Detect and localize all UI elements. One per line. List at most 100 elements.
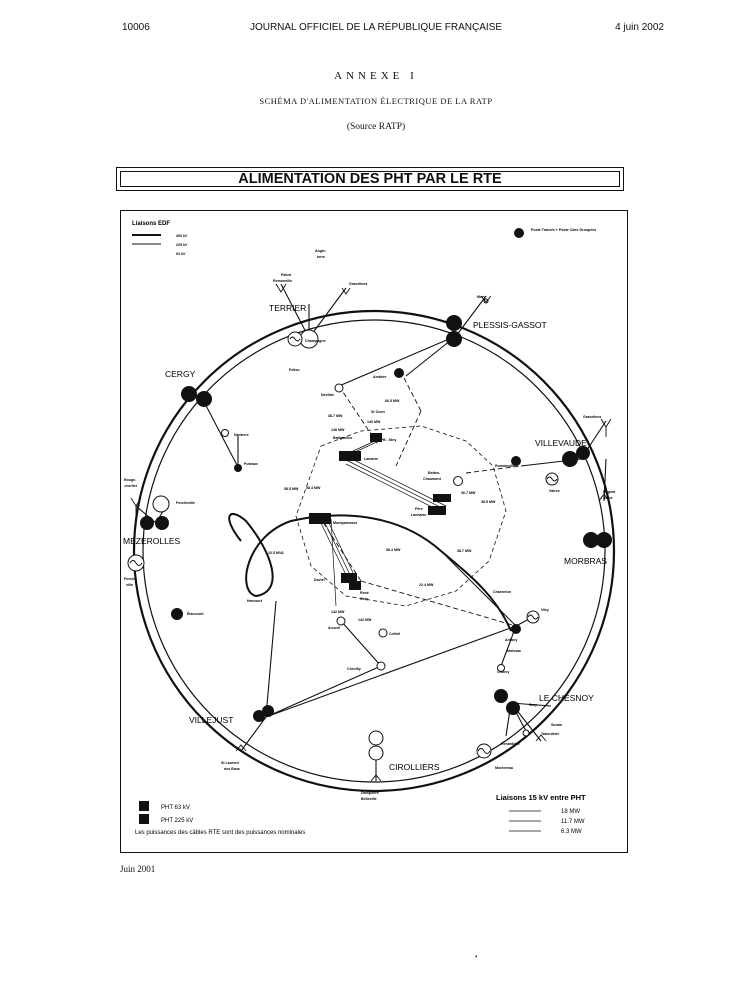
lbl-daviel: Daviel xyxy=(314,578,325,582)
lbl-nanterre: Nanterre xyxy=(234,433,249,437)
lbl-bstey: B - Stey xyxy=(383,438,396,442)
paris-boundary xyxy=(295,425,507,607)
lbl-charenton: Charenton xyxy=(493,590,511,594)
cable-bundles xyxy=(318,438,447,607)
legend-pht225: PHT 225 kV xyxy=(161,818,193,824)
publication-date: 4 juin 2002 xyxy=(615,22,664,33)
lbl-gravelines2: Gravelines xyxy=(583,415,601,419)
lbl-gravelines: Gravelines xyxy=(349,282,367,286)
lbl-montparnasse: Montparnasse xyxy=(333,521,357,525)
lbl-sury: Sury xyxy=(529,703,537,707)
diagram-banner: ALIMENTATION DES PHT PAR LE RTE xyxy=(116,167,624,191)
lbl-renardiere: Renardière xyxy=(501,742,520,746)
footer-date: Juin 2001 xyxy=(120,864,156,874)
lbl-porcheville3: ville xyxy=(126,583,133,587)
lbl-coty: Coty xyxy=(360,597,368,601)
annex-title: ANNEXE I xyxy=(334,70,418,82)
cable-label-9: 142 MW xyxy=(331,610,345,614)
lbl-mery: Mery xyxy=(477,295,485,299)
lbl-montereau: Montereau xyxy=(495,766,513,770)
minor-labels: Angle- terre Palud Remonville Gravelines… xyxy=(124,249,616,801)
lbl-dampierre: Dampierre xyxy=(361,791,379,795)
cable-label-11: 38.4 MW xyxy=(306,486,321,490)
lbl-champagne: Champagne xyxy=(305,339,326,343)
antenna-icons xyxy=(130,283,612,782)
lbl-harcourt: Harcourt xyxy=(247,599,263,603)
legend-edf: Liaisons EDF 400 kV 225 kV 63 kV xyxy=(132,221,188,256)
cable-label-2: 38.7 MW xyxy=(328,414,343,418)
power-network-diagram: Liaisons EDF 400 kV 225 kV 63 kV Poste T… xyxy=(120,210,628,853)
cable-label-1: 140 MW xyxy=(367,420,381,424)
legend-edf-63: 63 kV xyxy=(176,252,186,256)
network-svg: Liaisons EDF 400 kV 225 kV 63 kV Poste T… xyxy=(123,221,616,836)
legend-edf-225: 225 kV xyxy=(176,243,188,247)
lbl-vaires: Vaires xyxy=(549,489,560,493)
legend-15kv: Liaisons 15 kV entre PHT 18 MW 11.7 MW 6… xyxy=(496,793,586,835)
lbl-palud2: Remonville xyxy=(273,279,292,283)
lbl-romainville: Romainville xyxy=(495,464,515,468)
lbl-puteaux: Puteaux xyxy=(244,462,258,466)
lbl-stouen: St Ouen xyxy=(371,410,385,414)
lbl-angle: Angle- xyxy=(315,249,327,253)
cable-label-7: 22.5 MVA xyxy=(268,551,284,555)
open-stations xyxy=(127,298,559,761)
page-mark: • xyxy=(475,953,478,961)
lbl-porcheville: Porcheville xyxy=(176,501,195,505)
lbl-stlaurent2: des Eaux xyxy=(224,767,240,771)
lbl-creteil: Créteil xyxy=(389,632,400,636)
lbl-nogent2: / Seine xyxy=(601,496,613,500)
legend-15kv-11: 11.7 MW xyxy=(561,819,585,825)
lbl-ambere: Ambère xyxy=(373,375,386,379)
label-plessis: PLESSIS-GASSOT xyxy=(473,320,547,330)
ring-outer xyxy=(132,309,616,793)
lbl-bettes2: Chaumont xyxy=(423,477,442,481)
lbl-pere: Père xyxy=(415,507,423,511)
lbl-nogent: Nogent xyxy=(603,490,616,494)
journal-title: JOURNAL OFFICIEL DE LA RÉPUBLIQUE FRANÇA… xyxy=(249,22,503,33)
lbl-palud: Palud xyxy=(281,273,291,277)
label-chesnoy: LE CHESNOY xyxy=(539,693,594,703)
legend-15kv-title: Liaisons 15 kV entre PHT xyxy=(496,793,586,802)
lbl-antony: Antony xyxy=(505,638,517,642)
lbl-feliou: Feliou xyxy=(289,368,300,372)
label-mezerolles: MEZEROLLES xyxy=(123,536,180,546)
lbl-vitry: Vitry xyxy=(541,608,549,612)
cable-power-labels: 66.5 MW 140 MW 38.7 MW 58.5 MW 36.7 MW 3… xyxy=(268,399,496,622)
lbl-stlaurent: St Laurent xyxy=(221,761,240,765)
lbl-batignolles: Batignolles xyxy=(333,436,352,440)
annex-source: (Source RATP) xyxy=(346,122,406,132)
page-number: 10006 xyxy=(122,22,150,33)
lbl-pere2: Lachaise xyxy=(411,513,426,517)
lbl-rene: René xyxy=(360,591,369,595)
lbl-nevilah: Nevilah xyxy=(321,393,334,397)
label-terrier: TERRIER xyxy=(269,303,306,313)
lbl-sorain: Sorain xyxy=(551,723,562,727)
legend-edf-title: Liaisons EDF xyxy=(132,221,170,227)
legend-edf-400: 400 kV xyxy=(176,234,188,238)
legend-posts-text: Poste Transfo + Poste Cdes Groupées xyxy=(531,228,596,232)
label-villejust: VILLEJUST xyxy=(189,715,233,725)
legend-pht-note: Les puissances des câbles RTE sont des p… xyxy=(135,830,305,836)
label-morbras: MORBRAS xyxy=(564,556,607,566)
lbl-angle2: terre xyxy=(317,255,325,259)
lbl-moissac: Moissac xyxy=(507,649,521,653)
lbl-chevilly: Chevilly xyxy=(347,667,361,671)
dashed-links xyxy=(318,377,522,627)
lbl-taborderie: Taborderie xyxy=(541,732,559,736)
cable-label-3: 58.5 MW xyxy=(284,487,299,491)
legend-pht63: PHT 63 kV xyxy=(161,805,190,811)
cable-label-0: 66.5 MW xyxy=(385,399,400,403)
legend-15kv-18: 18 MW xyxy=(561,809,580,815)
label-cirolliers: CIROLLIERS xyxy=(389,762,440,772)
generator-icons xyxy=(129,336,558,754)
pht-substations xyxy=(309,433,451,590)
label-cergy: CERGY xyxy=(165,369,196,379)
ring-inner xyxy=(142,319,606,783)
label-villevaude: VILLEVAUDE xyxy=(535,438,587,448)
legend-posts: Poste Transfo + Poste Cdes Groupées xyxy=(514,228,596,238)
lbl-rouge: Rouge- xyxy=(124,478,137,482)
seine-river xyxy=(228,512,512,632)
major-labels: TERRIER PLESSIS-GASSOT CERGY VILLEVAUDE … xyxy=(123,303,607,772)
major-stations xyxy=(140,315,612,722)
cable-label-13: 148 MW xyxy=(331,428,345,432)
